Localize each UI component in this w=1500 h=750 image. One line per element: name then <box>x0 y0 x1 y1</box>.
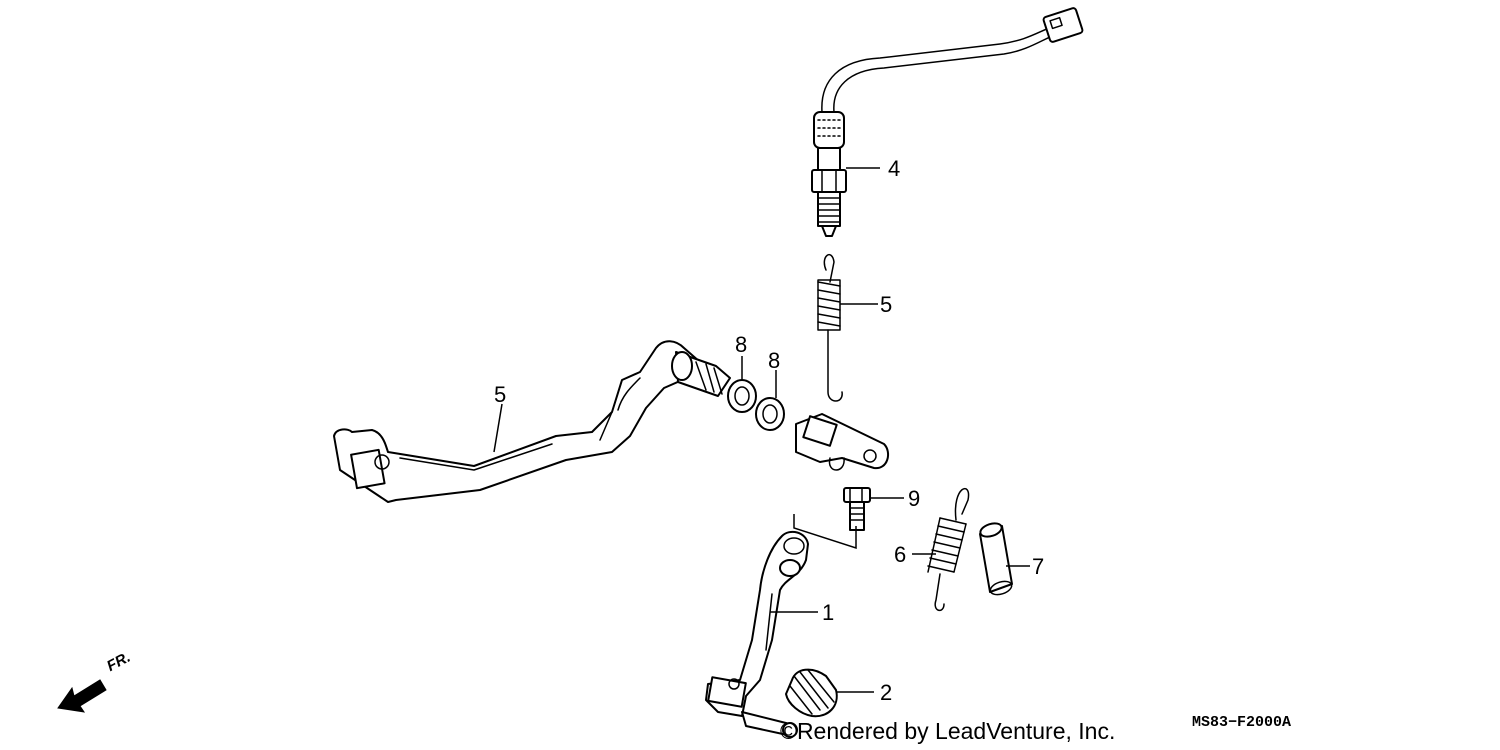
callout-9[interactable]: 9 <box>908 486 920 511</box>
part-7-collar[interactable] <box>979 521 1014 597</box>
assembly-guide-line <box>793 514 857 550</box>
callout-7[interactable]: 7 <box>1032 554 1044 579</box>
callout-1[interactable]: 1 <box>822 600 834 625</box>
part-9-bolt[interactable] <box>843 487 871 531</box>
part-3-switch-sensor[interactable] <box>811 7 1084 237</box>
part-2-pedal-rubber[interactable] <box>785 668 838 718</box>
callout-2[interactable]: 2 <box>880 680 892 705</box>
part-4-spring[interactable] <box>817 253 843 402</box>
part-8-seal-a[interactable] <box>727 379 757 413</box>
callout-6[interactable]: 6 <box>894 542 906 567</box>
front-direction-arrow-icon <box>57 679 107 713</box>
drawing-code: MS83−F2000A <box>1192 714 1292 731</box>
part-6-return-spring[interactable] <box>927 487 970 612</box>
rendered-by-credit: ©Rendered by LeadVenture, Inc. <box>780 718 1116 744</box>
callout-8a[interactable]: 8 <box>735 332 747 357</box>
callout-5[interactable]: 5 <box>494 382 506 407</box>
part-8-seal-b[interactable] <box>755 397 785 431</box>
sensor-bracket <box>795 413 890 471</box>
callout-8b[interactable]: 8 <box>768 348 780 373</box>
leader-5 <box>493 403 503 453</box>
callout-3[interactable]: 4 <box>888 156 900 181</box>
part-5-brake-arm[interactable] <box>333 340 731 503</box>
part-1-brake-pedal[interactable] <box>705 530 809 738</box>
callout-4[interactable]: 5 <box>880 292 892 317</box>
